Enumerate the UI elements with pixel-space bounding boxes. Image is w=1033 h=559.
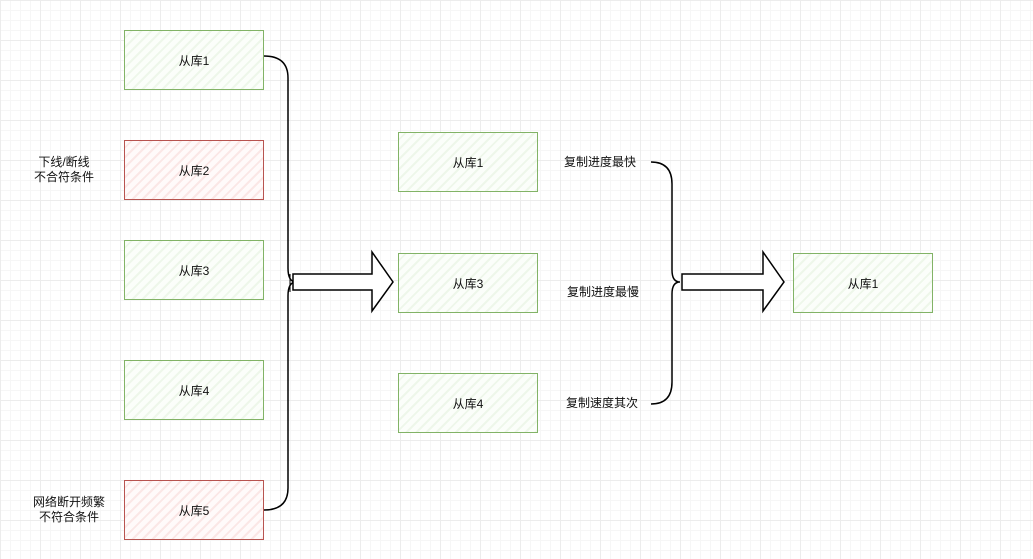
replica1-progress-note-text: 复制进度最快 xyxy=(563,155,636,169)
stage1-node-replica1[interactable]: 从库1 xyxy=(124,30,264,90)
stage1-node-replica2-label: 从库2 xyxy=(178,163,210,178)
offline-note-line1: 下线/断线 xyxy=(38,155,90,169)
unstable-network-note-line2: 不符合条件 xyxy=(38,510,99,524)
replica4-progress-note-text: 复制速度其次 xyxy=(565,396,638,410)
stage1-node-replica3-label: 从库3 xyxy=(178,263,210,278)
arrow-to-stage3 xyxy=(681,249,785,314)
stage2-node-replica4[interactable]: 从库4 xyxy=(398,373,538,433)
left-bracket xyxy=(263,55,297,511)
stage2-node-replica1-label: 从库1 xyxy=(452,155,484,170)
offline-note-line2: 不合符条件 xyxy=(33,170,94,184)
stage1-node-replica4[interactable]: 从库4 xyxy=(124,360,264,420)
stage1-node-replica1-label: 从库1 xyxy=(178,53,210,68)
stage3-node-selected[interactable]: 从库1 xyxy=(793,253,933,313)
replica3-progress-note-text: 复制进度最慢 xyxy=(566,285,639,299)
arrow-to-stage2 xyxy=(292,249,394,314)
stage1-node-replica5[interactable]: 从库5 xyxy=(124,480,264,540)
stage2-node-replica4-label: 从库4 xyxy=(452,396,484,411)
stage1-node-replica4-label: 从库4 xyxy=(178,383,210,398)
offline-note: 下线/断线 不合符条件 xyxy=(20,155,108,185)
right-bracket xyxy=(650,161,681,405)
unstable-network-note: 网络断开频繁 不符合条件 xyxy=(20,495,118,525)
stage1-node-replica3[interactable]: 从库3 xyxy=(124,240,264,300)
stage2-node-replica3-label: 从库3 xyxy=(452,276,484,291)
unstable-network-note-line1: 网络断开频繁 xyxy=(32,495,105,509)
stage3-node-selected-label: 从库1 xyxy=(847,276,879,291)
stage1-node-replica2[interactable]: 从库2 xyxy=(124,140,264,200)
stage2-node-replica1[interactable]: 从库1 xyxy=(398,132,538,192)
stage2-node-replica3[interactable]: 从库3 xyxy=(398,253,538,313)
replica4-progress-note: 复制速度其次 xyxy=(562,396,642,411)
replica1-progress-note: 复制进度最快 xyxy=(560,155,640,170)
stage1-node-replica5-label: 从库5 xyxy=(178,503,210,518)
replica3-progress-note: 复制进度最慢 xyxy=(563,285,643,300)
